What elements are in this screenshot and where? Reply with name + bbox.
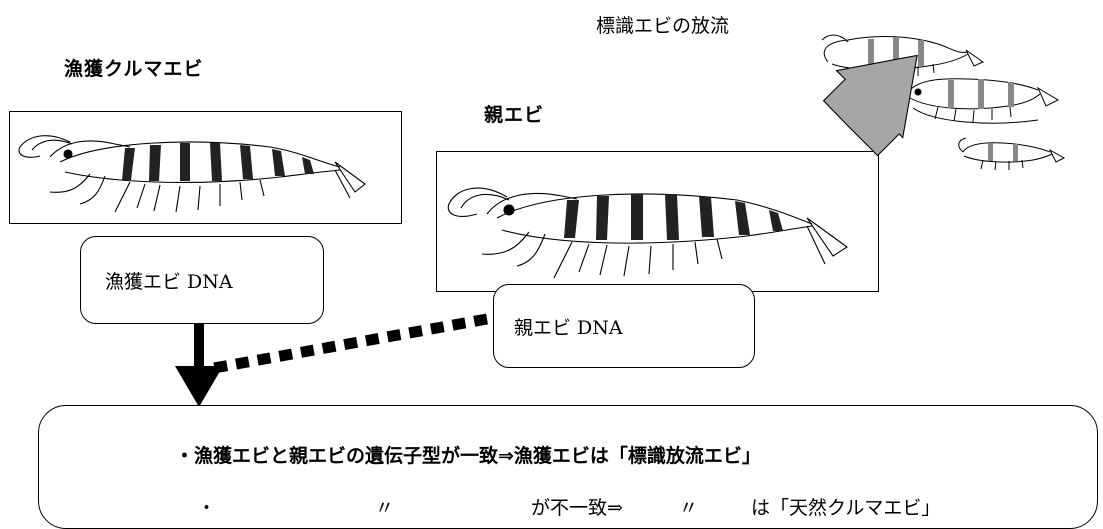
ditto-mark-1: 〃 — [375, 493, 394, 520]
caught-shrimp-illustration — [10, 112, 403, 225]
mismatch-tail-text: は「天然クルマエビ」 — [751, 493, 940, 520]
dotted-link — [214, 319, 487, 368]
parent-dna-label: 親エビ DNA — [514, 313, 623, 340]
caught-shrimp-title: 漁獲クルマエビ — [64, 54, 203, 81]
caught-shrimp-frame — [9, 111, 402, 224]
result-box: ・漁獲エビと親エビの遺伝子型が一致⇒漁獲エビは「標識放流エビ」 ・ 〃 が不一致… — [38, 405, 1098, 529]
caught-dna-box: 漁獲エビ DNA — [80, 236, 324, 324]
mismatch-middle-text: が不一致⇒ — [531, 493, 623, 520]
parent-shrimp-illustration — [437, 152, 880, 293]
release-arrow — [815, 82, 925, 192]
parent-shrimp-frame — [436, 151, 879, 292]
down-arrow — [175, 324, 223, 407]
match-result-line: ・漁獲エビと親エビの遺伝子型が一致⇒漁獲エビは「標識放流エビ」 — [175, 441, 761, 468]
match-bullet: ・ — [175, 445, 194, 467]
tagged-release-title: 標識エビの放流 — [596, 11, 729, 38]
mismatch-bullet: ・ — [197, 493, 216, 520]
parent-shrimp-title: 親エビ — [484, 100, 544, 127]
parent-dna-box: 親エビ DNA — [493, 284, 755, 368]
caught-dna-label: 漁獲エビ DNA — [105, 267, 233, 294]
ditto-mark-2: 〃 — [679, 493, 698, 520]
match-result-text: 漁獲エビと親エビの遺伝子型が一致⇒漁獲エビは「標識放流エビ」 — [194, 445, 761, 467]
released-shrimp-3 — [959, 138, 1064, 170]
